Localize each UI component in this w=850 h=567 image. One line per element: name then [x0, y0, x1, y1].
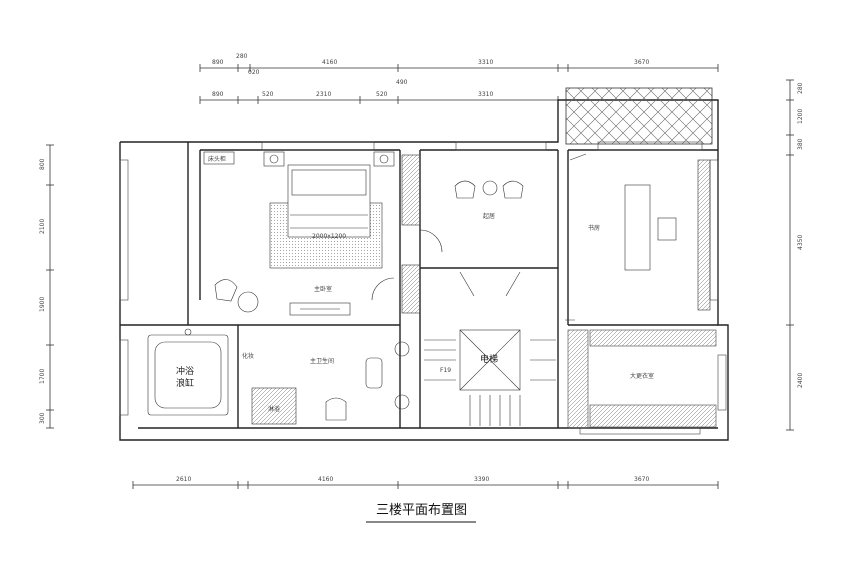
- dim-right-4: 2400: [797, 373, 804, 388]
- label-lounge: 起居: [483, 212, 495, 220]
- label-elevator: 电梯: [480, 353, 498, 365]
- lounge-furniture: [401, 154, 524, 314]
- label-walk-in-closet: 大更衣室: [630, 372, 654, 380]
- dimension-line-bottom: [132, 481, 719, 489]
- windows: [119, 141, 727, 435]
- label-bedside: 床头柜: [208, 155, 226, 163]
- dim-bottom-3: 3670: [634, 476, 649, 483]
- dim-right-2: 380: [797, 138, 804, 150]
- bedroom-furniture: [203, 151, 395, 316]
- dim-top1-4: 3670: [634, 59, 649, 66]
- dim-top1-2: 4160: [322, 59, 337, 66]
- label-floor-mark: F19: [440, 367, 451, 374]
- dimension-texts: 890 280 020 4160 3310 3670 890 520 2310 …: [39, 53, 804, 483]
- elevator-stairs: [424, 329, 556, 426]
- dim-left-2: 1900: [39, 297, 46, 312]
- dimension-line-top-1: [199, 64, 719, 72]
- dim-left-3: 1700: [39, 369, 46, 384]
- dim-top2-2: 2310: [316, 91, 331, 98]
- dim-top2-0: 890: [212, 91, 224, 98]
- dim-top1-0: 890: [212, 59, 224, 66]
- dim-top2-4: 3310: [478, 91, 493, 98]
- dim-top1-1b: 020: [248, 69, 260, 76]
- dimension-line-top-2: [199, 96, 559, 104]
- dim-right-1: 1200: [797, 109, 804, 124]
- label-master-bath: 主卫生间: [310, 357, 334, 365]
- label-master-bedroom: 主卧室: [314, 285, 332, 293]
- label-bed-size: 2000x1200: [312, 233, 346, 240]
- label-study: 书房: [588, 224, 600, 232]
- dimension-line-left: [46, 144, 54, 429]
- dim-top2-3: 520: [376, 91, 388, 98]
- dim-right-3: 4350: [797, 235, 804, 250]
- balcony-tiles: [565, 87, 713, 145]
- dim-top1-1: 280: [236, 53, 248, 60]
- label-bathtub-2: 浪缸: [176, 377, 194, 389]
- drawing-title: 三楼平面布置图: [376, 503, 467, 518]
- label-bathtub-1: 冲浴: [176, 365, 194, 377]
- study-furniture: [565, 153, 711, 321]
- dim-left-4: 300: [39, 412, 46, 424]
- dimension-line-right: [786, 79, 794, 431]
- dim-top2-1: 520: [262, 91, 274, 98]
- dim-top1-3: 3310: [478, 59, 493, 66]
- dim-right-0: 280: [797, 82, 804, 94]
- dim-top2-b: 490: [396, 79, 408, 86]
- label-shower: 淋浴: [268, 405, 280, 413]
- dim-left-1: 2100: [39, 219, 46, 234]
- dim-left-0: 800: [39, 158, 46, 170]
- bath-furniture: [147, 328, 410, 425]
- dim-bottom-1: 4160: [318, 476, 333, 483]
- room-labels: 主卧室 起居 书房 主卫生间 电梯 大更衣室 冲浴 浪缸 淋浴 化妆 F19 床…: [176, 155, 654, 413]
- label-vanity: 化妆: [242, 352, 254, 360]
- closet-shelves: [567, 329, 717, 429]
- dim-bottom-2: 3390: [474, 476, 489, 483]
- dim-bottom-0: 2610: [176, 476, 191, 483]
